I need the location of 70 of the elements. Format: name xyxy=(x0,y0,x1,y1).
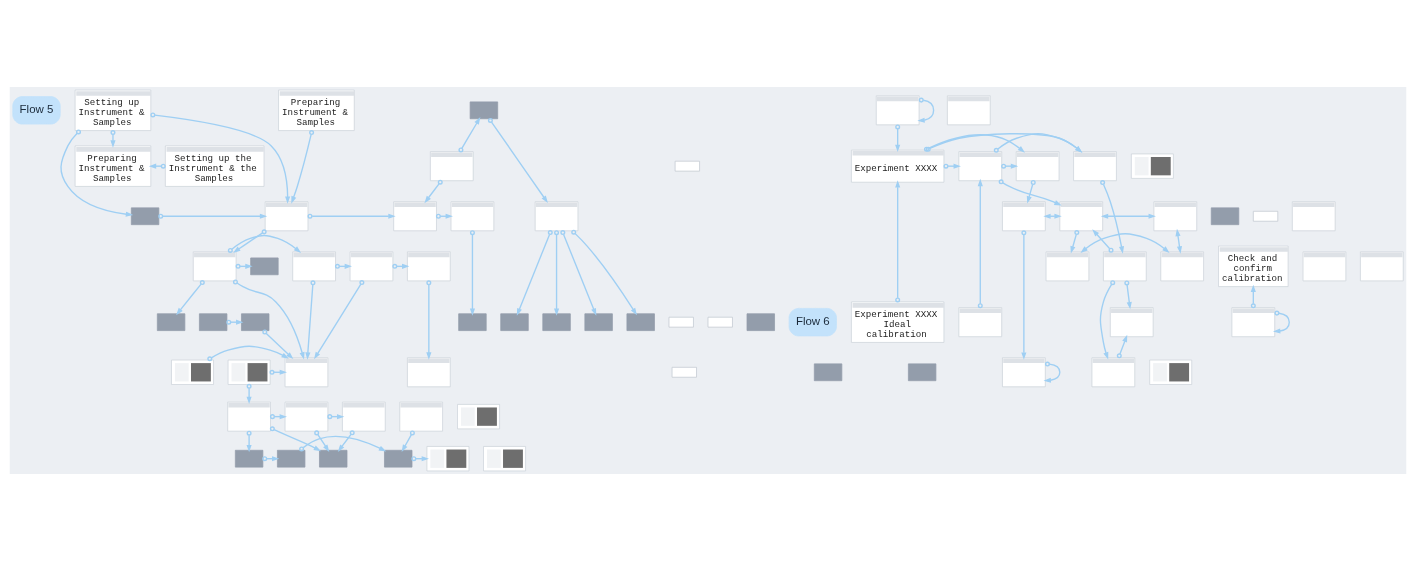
node-box xyxy=(500,313,529,331)
arrow xyxy=(998,179,1062,206)
node-box xyxy=(1252,210,1279,222)
arrow xyxy=(1001,163,1019,169)
arrow xyxy=(560,230,597,316)
arrow xyxy=(233,229,267,253)
arrow xyxy=(401,430,415,453)
node-box xyxy=(813,363,843,382)
arrow xyxy=(1100,213,1156,219)
arrow xyxy=(60,129,134,217)
arrow xyxy=(993,132,1083,153)
node-box xyxy=(130,207,160,226)
arrow xyxy=(305,280,316,360)
arrow xyxy=(1070,230,1080,254)
arrow xyxy=(424,179,443,204)
arrow xyxy=(469,230,475,316)
node-box xyxy=(626,313,655,331)
node-box: Flow 5 xyxy=(12,96,61,125)
arrow xyxy=(1021,230,1027,360)
arrow xyxy=(977,178,983,309)
node-box xyxy=(234,449,264,468)
arrow xyxy=(571,229,637,316)
arrow xyxy=(232,279,305,360)
arrow xyxy=(516,230,553,316)
node-box xyxy=(584,313,613,331)
arrow xyxy=(291,130,315,204)
node-box xyxy=(199,313,228,331)
arrow xyxy=(1092,229,1114,253)
arrow xyxy=(1100,180,1124,254)
arrow xyxy=(487,117,548,204)
arrow xyxy=(226,319,244,325)
arrow xyxy=(1099,280,1116,360)
node-box xyxy=(241,313,270,331)
arrow xyxy=(1080,233,1170,253)
arrow xyxy=(148,163,166,169)
node-box xyxy=(277,449,306,468)
node-box xyxy=(707,316,733,328)
node-box xyxy=(384,449,413,468)
node-box xyxy=(542,313,571,331)
node-box xyxy=(671,366,697,378)
node-box xyxy=(746,313,775,331)
arrow xyxy=(158,213,268,219)
arrow xyxy=(1273,310,1290,334)
arrow xyxy=(176,280,205,316)
arrow xyxy=(207,345,289,362)
arrow xyxy=(314,280,365,360)
node-box xyxy=(1210,207,1240,226)
arrow xyxy=(1175,228,1182,254)
arrow xyxy=(269,426,322,452)
arrow xyxy=(895,180,901,303)
node-box xyxy=(674,160,700,172)
arrow xyxy=(554,230,560,316)
node-box xyxy=(458,313,487,331)
node-box xyxy=(156,313,186,331)
arrow xyxy=(458,117,481,153)
node-box xyxy=(668,316,694,328)
node-box xyxy=(469,101,499,120)
arrow xyxy=(426,280,432,360)
node-box xyxy=(908,363,937,382)
node-box: Flow 6 xyxy=(788,308,837,337)
node-box xyxy=(319,449,348,468)
arrow xyxy=(1124,280,1132,310)
arrow xyxy=(246,430,252,453)
arrow xyxy=(1043,361,1061,383)
arrow xyxy=(227,234,302,253)
arrow xyxy=(917,97,935,123)
node-box xyxy=(250,257,279,276)
arrow xyxy=(246,383,252,404)
arrow xyxy=(110,130,116,148)
arrow xyxy=(943,163,961,169)
